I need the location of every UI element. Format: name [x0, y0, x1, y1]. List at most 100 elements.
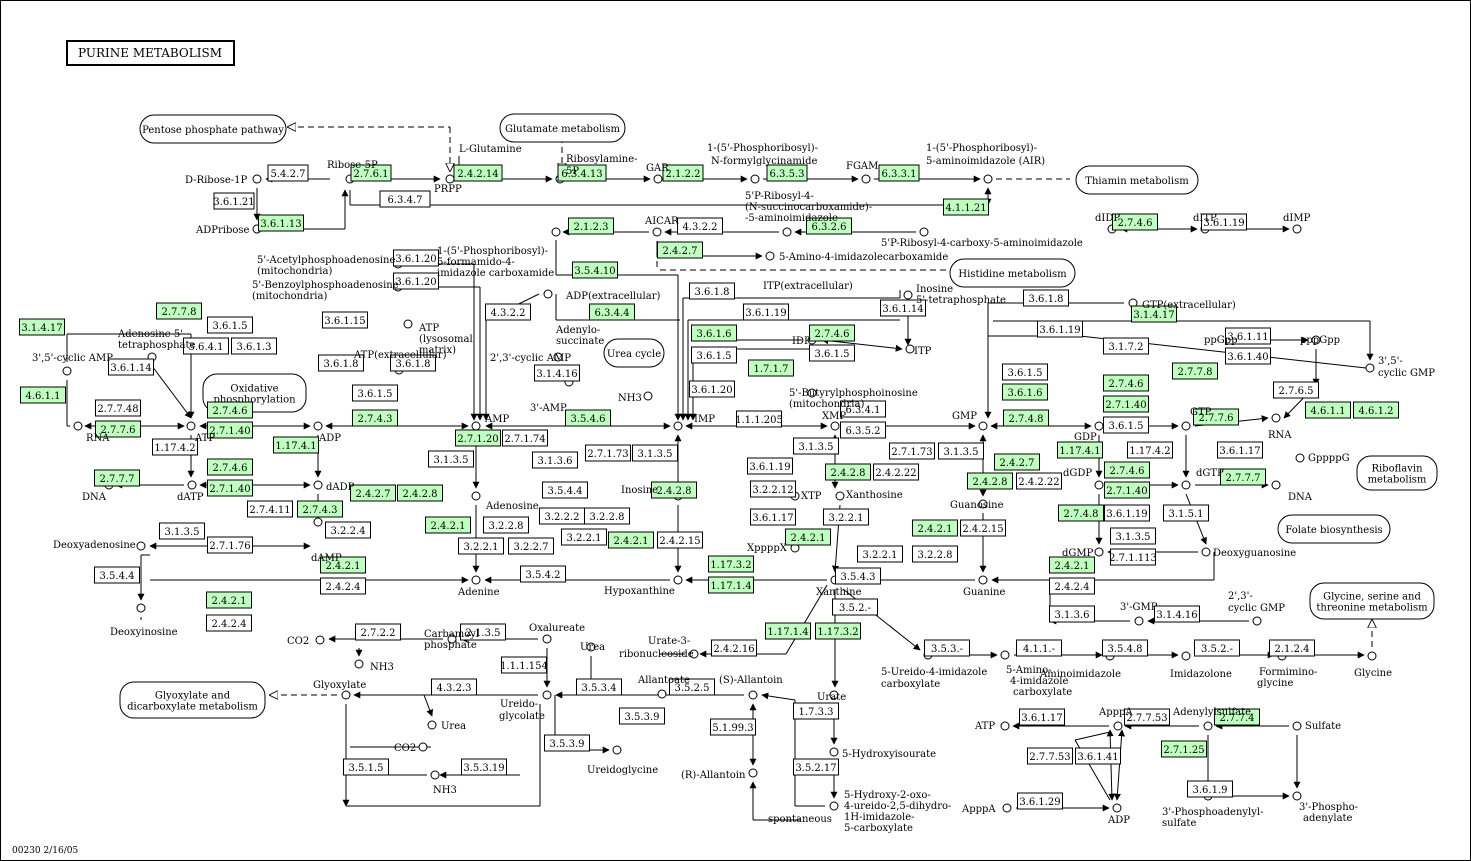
compound-node[interactable]	[73, 421, 83, 431]
enzyme-box[interactable]: 3.6.1.5	[1103, 416, 1149, 434]
enzyme-box[interactable]: 2.7.7.53	[1027, 747, 1073, 765]
enzyme-box[interactable]: 6.3.4.13	[557, 164, 607, 182]
enzyme-box[interactable]: 6.3.4.1	[840, 400, 886, 418]
enzyme-box[interactable]: 3.6.1.6	[1002, 383, 1048, 401]
enzyme-box[interactable]: 3.6.1.40	[1225, 347, 1271, 365]
enzyme-box[interactable]: 1.1.1.154	[500, 656, 548, 674]
map-link[interactable]: Histidine metabolism	[949, 258, 1076, 288]
enzyme-box[interactable]: 2.4.2.1	[785, 528, 831, 546]
compound-node[interactable]	[1292, 791, 1302, 801]
enzyme-box[interactable]: 1.17.1.4	[708, 576, 754, 594]
enzyme-box[interactable]: 1.1.1.205	[735, 410, 783, 428]
enzyme-box[interactable]: 3.6.1.17	[750, 508, 796, 526]
compound-node[interactable]	[586, 642, 596, 652]
enzyme-box[interactable]: 3.6.1.3	[231, 337, 277, 355]
enzyme-box[interactable]: 3.6.1.15	[322, 311, 368, 329]
enzyme-box[interactable]: 2.7.7.8	[156, 302, 202, 320]
enzyme-box[interactable]: 4.3.2.2	[485, 303, 531, 321]
compound-node[interactable]	[542, 634, 552, 644]
enzyme-box[interactable]: 4.1.1.-	[1016, 639, 1062, 657]
enzyme-box[interactable]: 3.5.4.6	[565, 409, 611, 427]
enzyme-box[interactable]: 3.6.1.19	[743, 303, 789, 321]
compound-node[interactable]	[186, 421, 196, 431]
enzyme-box[interactable]: 2.7.4.6	[1104, 461, 1150, 479]
compound-node[interactable]	[673, 575, 683, 585]
enzyme-box[interactable]: 2.4.2.8	[967, 472, 1013, 490]
enzyme-box[interactable]: 2.7.4.6	[207, 401, 253, 419]
compound-node[interactable]	[313, 421, 323, 431]
compound-node[interactable]	[1252, 616, 1262, 626]
enzyme-box[interactable]: 3.1.3.5	[428, 450, 474, 468]
enzyme-box[interactable]: 6.3.3.1	[878, 164, 920, 182]
enzyme-box[interactable]: 4.6.1.2	[1353, 401, 1399, 419]
enzyme-box[interactable]: 3.6.1.8	[390, 354, 436, 372]
enzyme-box[interactable]: 1.17.4.2	[1127, 441, 1173, 459]
compound-node[interactable]	[1181, 480, 1191, 490]
compound-node[interactable]	[657, 689, 667, 699]
enzyme-box[interactable]: 3.6.1.19	[1201, 213, 1247, 231]
compound-node[interactable]	[978, 421, 988, 431]
enzyme-box[interactable]: 3.5.2.17	[793, 758, 839, 776]
enzyme-box[interactable]: 2.1.2.2	[662, 164, 704, 182]
enzyme-box[interactable]: 3.1.3.6	[532, 451, 578, 469]
enzyme-box[interactable]: 3.6.1.19	[1104, 504, 1150, 522]
enzyme-box[interactable]: 3.6.1.20	[393, 272, 439, 290]
enzyme-box[interactable]: 6.3.2.6	[806, 217, 852, 235]
compound-node[interactable]	[748, 768, 758, 778]
map-link[interactable]: Pentose phosphate pathway	[139, 114, 287, 144]
compound-node[interactable]	[313, 480, 323, 490]
enzyme-box[interactable]: 3.2.2.8	[584, 507, 630, 525]
compound-node[interactable]	[807, 388, 817, 398]
compound-node[interactable]	[445, 174, 455, 184]
enzyme-box[interactable]: 3.5.1.5	[343, 758, 389, 776]
compound-node[interactable]	[354, 659, 364, 669]
compound-node[interactable]	[1094, 480, 1104, 490]
enzyme-box[interactable]: 3.5.4.3	[835, 567, 881, 585]
compound-node[interactable]	[612, 745, 622, 755]
enzyme-box[interactable]: 2.7.4.6	[207, 458, 253, 476]
compound-node[interactable]	[1000, 721, 1010, 731]
enzyme-box[interactable]: 2.7.7.53	[1124, 708, 1170, 726]
enzyme-box[interactable]: 3.1.5.1	[1163, 504, 1209, 522]
enzyme-box[interactable]: 3.1.3.5	[793, 437, 839, 455]
compound-node[interactable]	[1000, 650, 1010, 660]
compound-node[interactable]	[1311, 335, 1321, 345]
compound-node[interactable]	[903, 290, 913, 300]
enzyme-box[interactable]: 2.1.3.5	[460, 623, 506, 641]
map-link[interactable]: Glutamate metabolism	[499, 113, 626, 143]
enzyme-box[interactable]: 2.4.2.8	[651, 481, 697, 499]
enzyme-box[interactable]: 2.4.2.14	[453, 164, 503, 182]
enzyme-box[interactable]: 2.7.1.113	[1109, 548, 1157, 566]
compound-node[interactable]	[905, 344, 915, 354]
compound-node[interactable]	[471, 421, 481, 431]
compound-node[interactable]	[1295, 453, 1305, 463]
compound-node[interactable]	[315, 635, 325, 645]
compound-node[interactable]	[978, 575, 988, 585]
compound-node[interactable]	[673, 421, 683, 431]
enzyme-box[interactable]: 2.4.2.7	[350, 484, 396, 502]
compound-node[interactable]	[136, 603, 146, 613]
enzyme-box[interactable]: 3.6.1.5	[207, 316, 253, 334]
map-link[interactable]: Thiamin metabolism	[1075, 165, 1199, 195]
enzyme-box[interactable]: 1.17.3.2	[815, 622, 861, 640]
enzyme-box[interactable]: 1.17.4.1	[273, 436, 319, 454]
enzyme-box[interactable]: 3.6.1.20	[393, 249, 439, 267]
enzyme-box[interactable]: 6.3.4.4	[589, 303, 635, 321]
compound-node[interactable]	[447, 634, 457, 644]
enzyme-box[interactable]: 3.1.3.5	[1110, 527, 1156, 545]
enzyme-box[interactable]: 2.4.2.1	[206, 591, 252, 609]
enzyme-box[interactable]: 5.1.99.3	[710, 718, 756, 736]
enzyme-box[interactable]: 3.6.1.6	[691, 324, 737, 342]
compound-node[interactable]	[689, 649, 699, 659]
enzyme-box[interactable]: 4.3.2.3	[431, 678, 477, 696]
enzyme-box[interactable]: 3.6.1.29	[1017, 792, 1063, 810]
compound-node[interactable]	[471, 491, 481, 501]
enzyme-box[interactable]: 3.1.4.17	[1131, 305, 1177, 323]
enzyme-box[interactable]: 2.7.4.6	[1103, 374, 1149, 392]
enzyme-box[interactable]: 3.2.2.1	[561, 528, 607, 546]
enzyme-box[interactable]: 2.7.1.40	[207, 479, 253, 497]
enzyme-box[interactable]: 3.6.1.20	[689, 380, 735, 398]
compound-node[interactable]	[252, 174, 262, 184]
compound-node[interactable]	[978, 499, 988, 509]
